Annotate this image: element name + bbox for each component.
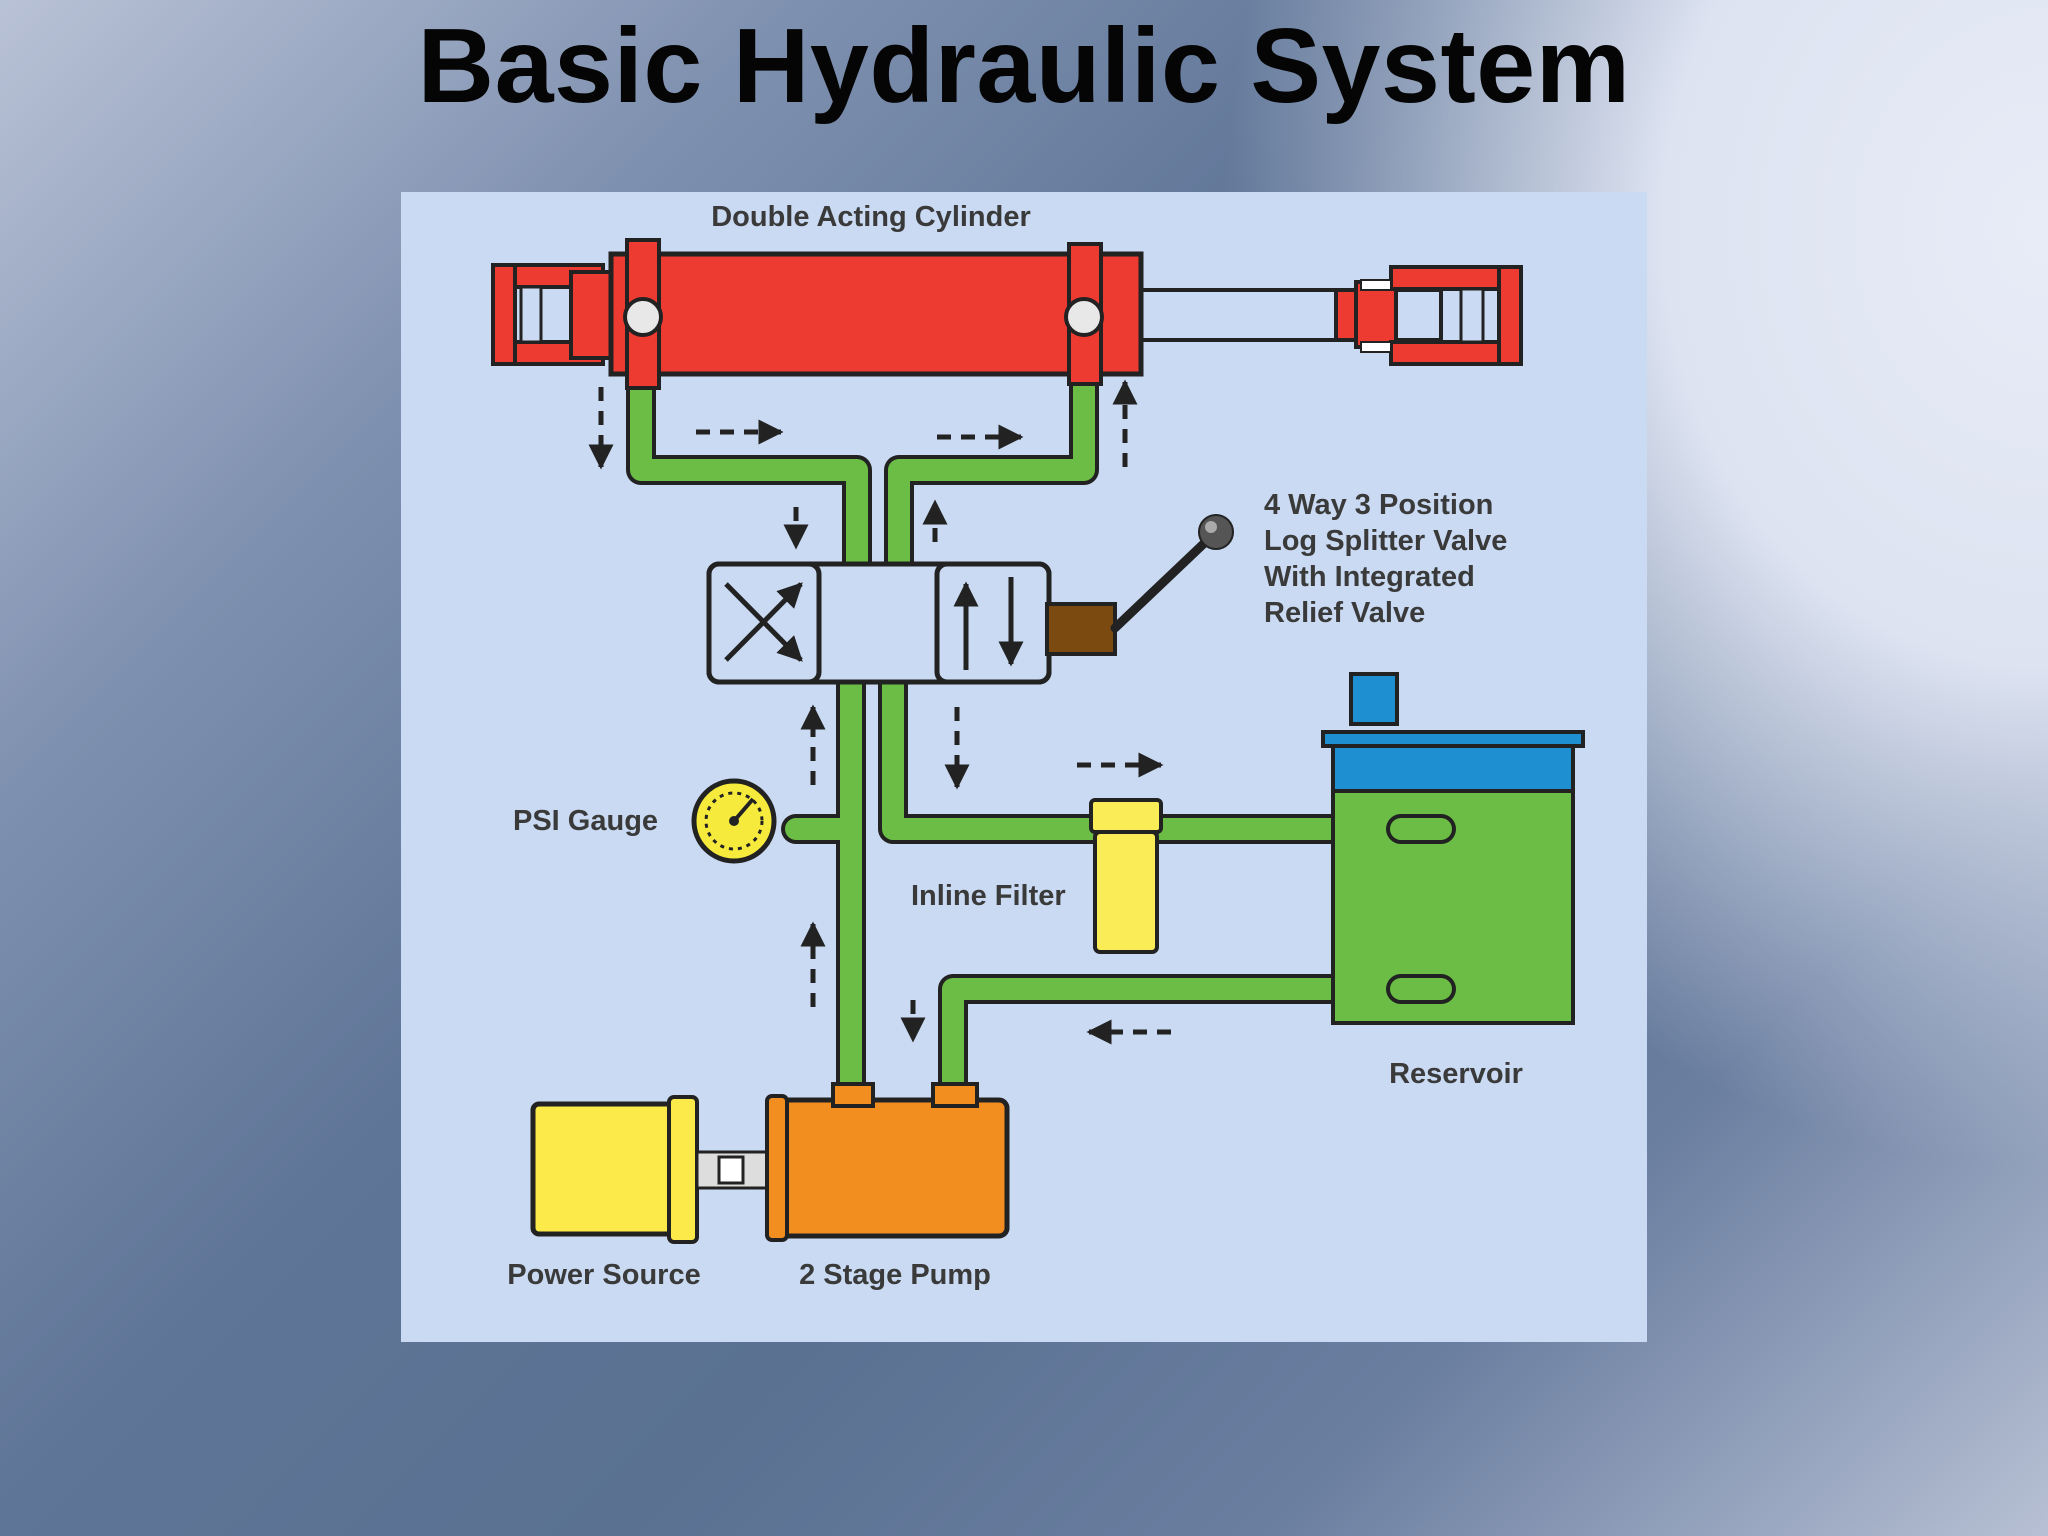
valve-lever-knob bbox=[1198, 514, 1234, 550]
flow-arrows bbox=[588, 379, 1171, 1045]
hydraulic-diagram: Double Acting Cylinder 4 Way 3 Position … bbox=[401, 192, 1647, 1342]
power-source bbox=[530, 1095, 769, 1244]
label-pump: 2 Stage Pump bbox=[799, 1259, 991, 1291]
double-acting-cylinder bbox=[491, 238, 1523, 390]
valve-handle-block bbox=[1045, 602, 1117, 656]
valve-lever bbox=[1110, 527, 1221, 633]
cylinder-port-left bbox=[623, 297, 663, 337]
cylinder-barrel bbox=[608, 251, 1144, 377]
two-stage-pump bbox=[765, 1082, 1010, 1242]
label-valve-line3: With Integrated bbox=[1264, 561, 1475, 593]
reservoir-tank bbox=[1321, 672, 1585, 1025]
cylinder-port-right bbox=[1064, 297, 1104, 337]
label-valve-line1: 4 Way 3 Position bbox=[1264, 489, 1493, 521]
x-arrows-icon bbox=[724, 582, 803, 662]
slide-title: Basic Hydraulic System bbox=[417, 7, 1631, 125]
directional-valve bbox=[706, 514, 1234, 685]
label-power-source: Power Source bbox=[507, 1259, 700, 1291]
label-valve-line4: Relief Valve bbox=[1264, 597, 1425, 629]
psi-gauge bbox=[691, 778, 777, 864]
hoses bbox=[626, 302, 1444, 1107]
left-clevis bbox=[491, 263, 623, 366]
reservoir-breather bbox=[1349, 672, 1399, 726]
reservoir-lid bbox=[1321, 730, 1585, 748]
inline-filter bbox=[1089, 798, 1163, 954]
label-filter: Inline Filter bbox=[911, 880, 1066, 912]
label-valve-line2: Log Splitter Valve bbox=[1264, 525, 1507, 557]
diagram-canvas: Double Acting Cylinder 4 Way 3 Position … bbox=[491, 201, 1585, 1291]
reservoir-cap-band bbox=[1331, 744, 1575, 793]
label-reservoir: Reservoir bbox=[1389, 1058, 1523, 1090]
right-clevis bbox=[1334, 265, 1523, 366]
up-down-arrows-icon bbox=[953, 577, 1024, 670]
valve-parallel-section bbox=[934, 561, 1052, 685]
label-cylinder: Double Acting Cylinder bbox=[711, 201, 1031, 233]
label-gauge: PSI Gauge bbox=[513, 805, 658, 837]
